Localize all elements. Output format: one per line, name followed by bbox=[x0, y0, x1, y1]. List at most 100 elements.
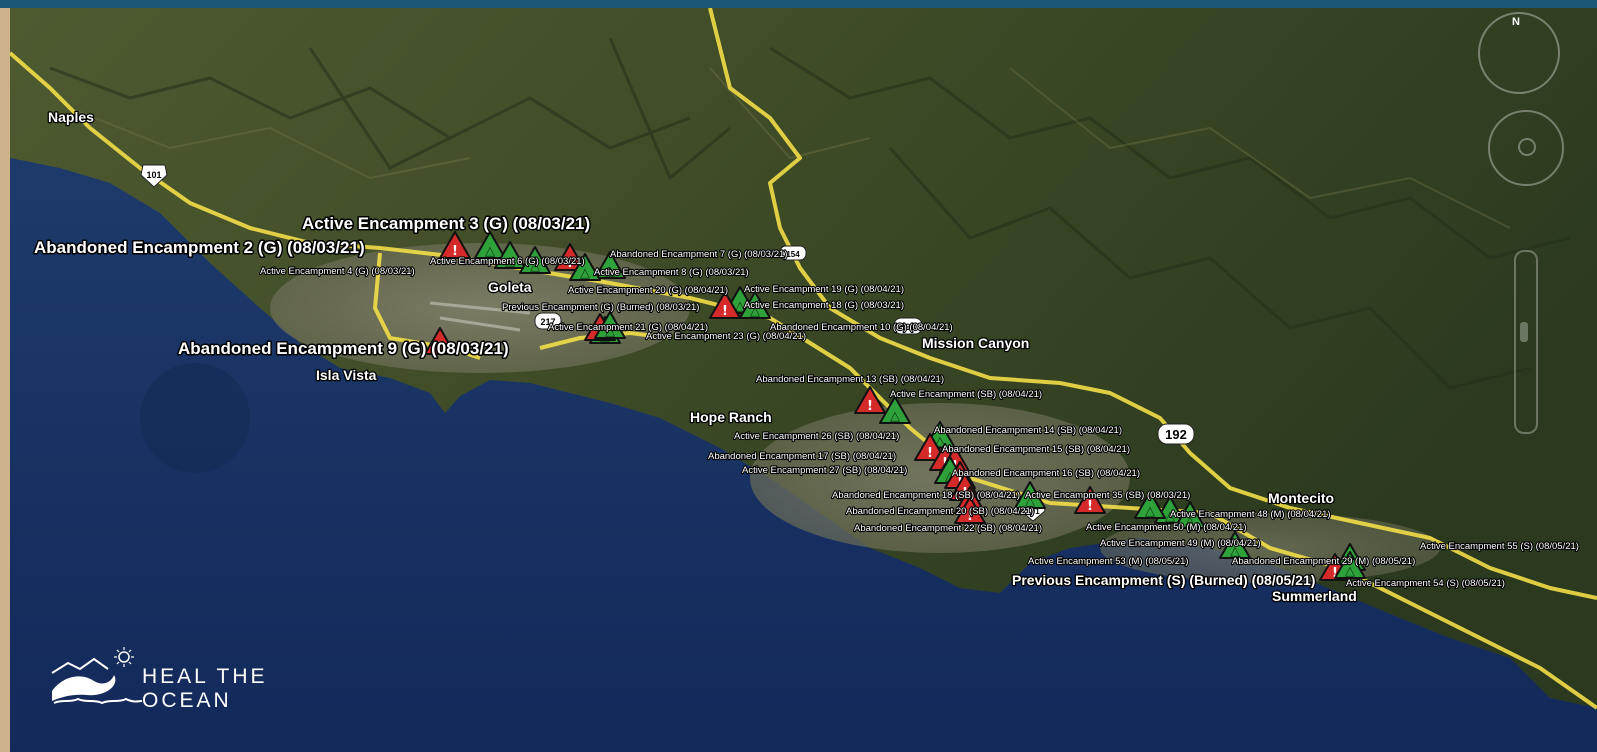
encampment-marker-active[interactable]: △ bbox=[1174, 501, 1206, 529]
encampment-label: Active Encampment 20 (G) (08/04/21) bbox=[568, 285, 728, 296]
encampment-label: Abandoned Encampment 20 (SB) (08/04/21) bbox=[846, 506, 1034, 517]
map-canvas[interactable]: 101 217 192 154 192 101 Naples Goleta Is… bbox=[10, 8, 1597, 752]
encampment-marker-active[interactable]: △ bbox=[594, 251, 626, 279]
zoom-slider-icon bbox=[1520, 322, 1528, 342]
place-label-summerland: Summerland bbox=[1272, 588, 1357, 604]
encampment-label: Abandoned Encampment 10 (G) (08/04/21) bbox=[770, 322, 953, 333]
encampment-label: Active Encampment 6 (G) (08/03/21) bbox=[430, 256, 585, 267]
encampment-marker-active[interactable]: △ bbox=[594, 311, 626, 339]
place-label-isla-vista: Isla Vista bbox=[316, 367, 377, 383]
shield-label: 101 bbox=[1026, 507, 1040, 516]
warning-icon: ! bbox=[437, 340, 443, 355]
encampment-label: Active Encampment 21 (G) (08/04/21) bbox=[548, 322, 708, 333]
encampment-label: Active Encampment 53 (M) (08/05/21) bbox=[1028, 556, 1189, 567]
encampment-labels: Active Encampment 3 (G) (08/03/21)Abando… bbox=[33, 213, 1581, 591]
compass-control[interactable]: N bbox=[1478, 12, 1560, 94]
tent-icon: △ bbox=[605, 264, 615, 279]
highway-shield-sr192-east: 192 bbox=[1157, 423, 1195, 445]
encampment-markers: △!△!△△△△!△△!△!!△△!!!△!!△!△!△△△△!!△ bbox=[424, 231, 1366, 581]
look-joystick-icon bbox=[1518, 138, 1536, 156]
encampment-label: Active Encampment 55 (S) (08/05/21) bbox=[1420, 541, 1579, 552]
shield-label: 154 bbox=[786, 250, 800, 259]
place-label-goleta: Goleta bbox=[488, 279, 532, 295]
encampment-marker-abandoned[interactable]: ! bbox=[914, 433, 946, 461]
encampment-label: Previous Encampment (S) (Burned) (08/05/… bbox=[1012, 572, 1315, 588]
encampment-marker-active[interactable]: △ bbox=[1334, 551, 1366, 579]
encampment-marker-active[interactable]: △ bbox=[1219, 531, 1251, 559]
encampment-label: Abandoned Encampment 15 (SB) (08/04/21) bbox=[942, 444, 1130, 455]
shield-label: 101 bbox=[146, 170, 161, 180]
encampment-label: Active Encampment 18 (G) (08/03/21) bbox=[744, 300, 904, 311]
tent-icon: △ bbox=[890, 409, 900, 424]
warning-icon: ! bbox=[567, 256, 573, 271]
zoom-slider-control[interactable] bbox=[1514, 250, 1538, 434]
airport-runways bbox=[429, 301, 531, 332]
tent-icon: △ bbox=[1345, 564, 1355, 579]
encampment-marker-abandoned[interactable]: ! bbox=[1074, 486, 1106, 514]
encampment-marker-active[interactable]: △ bbox=[1134, 491, 1166, 519]
encampment-label: Active Encampment 26 (SB) (08/04/21) bbox=[734, 431, 899, 442]
shield-label: 217 bbox=[540, 317, 555, 327]
encampment-marker-abandoned[interactable]: ! bbox=[709, 291, 741, 319]
mountain-highlights bbox=[69, 67, 1511, 229]
tent-icon: △ bbox=[735, 299, 745, 314]
encampment-marker-abandoned[interactable]: ! bbox=[954, 496, 986, 524]
encampment-marker-abandoned[interactable]: ! bbox=[424, 327, 456, 355]
encampment-label: Active Encampment (SB) (08/04/21) bbox=[890, 389, 1042, 400]
warning-icon: ! bbox=[1087, 499, 1093, 514]
tent-icon: △ bbox=[1145, 504, 1155, 519]
tent-icon: △ bbox=[1185, 514, 1195, 529]
encampment-label: Abandoned Encampment 22 (SB) (08/04/21) bbox=[854, 523, 1042, 534]
encampment-label: Abandoned Encampment 16 (SB) (08/04/21) bbox=[952, 468, 1140, 479]
encampment-marker-active[interactable]: △ bbox=[739, 291, 771, 319]
encampment-label: Abandoned Encampment 9 (G) (08/03/21) bbox=[178, 339, 509, 358]
highway-shield-us101-west: 101 bbox=[140, 164, 168, 188]
encampment-label: Active Encampment 27 (SB) (08/04/21) bbox=[742, 465, 907, 476]
encampment-label: Active Encampment 49 (M) (08/04/21) bbox=[1100, 538, 1261, 549]
place-label-naples: Naples bbox=[48, 109, 94, 125]
place-label-mission-canyon: Mission Canyon bbox=[922, 335, 1029, 351]
encampment-marker-abandoned[interactable]: ! bbox=[854, 386, 886, 414]
encampment-label: Abandoned Encampment 2 (G) (08/03/21) bbox=[34, 238, 365, 257]
encampment-label: Previous Encampment (G) (Burned) (08/03/… bbox=[502, 302, 699, 313]
tent-icon: △ bbox=[935, 434, 945, 449]
encampment-marker-active[interactable]: △ bbox=[879, 396, 911, 424]
place-labels: Naples Goleta Isla Vista Mission Canyon … bbox=[47, 108, 1358, 606]
tent-icon: △ bbox=[505, 254, 515, 269]
encampment-marker-abandoned[interactable]: ! bbox=[439, 231, 471, 259]
warning-icon: ! bbox=[867, 399, 873, 414]
look-joystick-control[interactable] bbox=[1488, 110, 1564, 186]
shield-label: 192 bbox=[900, 322, 915, 332]
encampment-marker-active[interactable]: △ bbox=[1014, 481, 1046, 509]
highway-shield-sr154: 154 bbox=[779, 245, 807, 261]
tent-icon: △ bbox=[1230, 544, 1240, 559]
tent-icon: △ bbox=[485, 244, 495, 259]
encampment-label: Active Encampment 4 (G) (08/03/21) bbox=[260, 266, 415, 277]
tent-icon: △ bbox=[530, 259, 540, 274]
encampment-label: Abandoned Encampment 7 (G) (08/03/21) bbox=[610, 249, 787, 260]
encampment-marker-active[interactable]: △ bbox=[569, 253, 601, 281]
highway-shield-sr217: 217 bbox=[534, 312, 562, 330]
ocean-dark-spot bbox=[140, 363, 250, 473]
shield-label: 192 bbox=[1165, 427, 1187, 442]
place-label-hope-ranch: Hope Ranch bbox=[690, 409, 772, 425]
encampment-marker-active[interactable]: △ bbox=[494, 241, 526, 269]
encampment-marker-active[interactable]: △ bbox=[519, 246, 551, 274]
window-top-bar bbox=[0, 0, 1597, 8]
encampment-marker-abandoned[interactable]: ! bbox=[554, 243, 586, 271]
encampment-marker-active[interactable]: △ bbox=[474, 231, 506, 259]
encampment-label: Active Encampment 50 (M) (08/04/21) bbox=[1086, 522, 1247, 533]
wave-sun-logo-icon bbox=[51, 647, 142, 705]
encampment-label: Active Encampment 54 (S) (08/05/21) bbox=[1346, 578, 1505, 589]
warning-icon: ! bbox=[962, 486, 968, 501]
encampment-label: Active Encampment 8 (G) (08/03/21) bbox=[594, 267, 749, 278]
tent-icon: △ bbox=[1025, 494, 1035, 509]
compass-icon: N bbox=[1512, 16, 1520, 28]
encampment-label: Active Encampment 48 (M) (08/04/21) bbox=[1170, 509, 1331, 520]
warning-icon: ! bbox=[1332, 566, 1338, 581]
encampment-label: Active Encampment 23 (G) (08/04/21) bbox=[646, 331, 806, 342]
tent-icon: △ bbox=[1165, 509, 1175, 524]
place-label-montecito: Montecito bbox=[1268, 490, 1334, 506]
tent-icon: △ bbox=[750, 304, 760, 319]
